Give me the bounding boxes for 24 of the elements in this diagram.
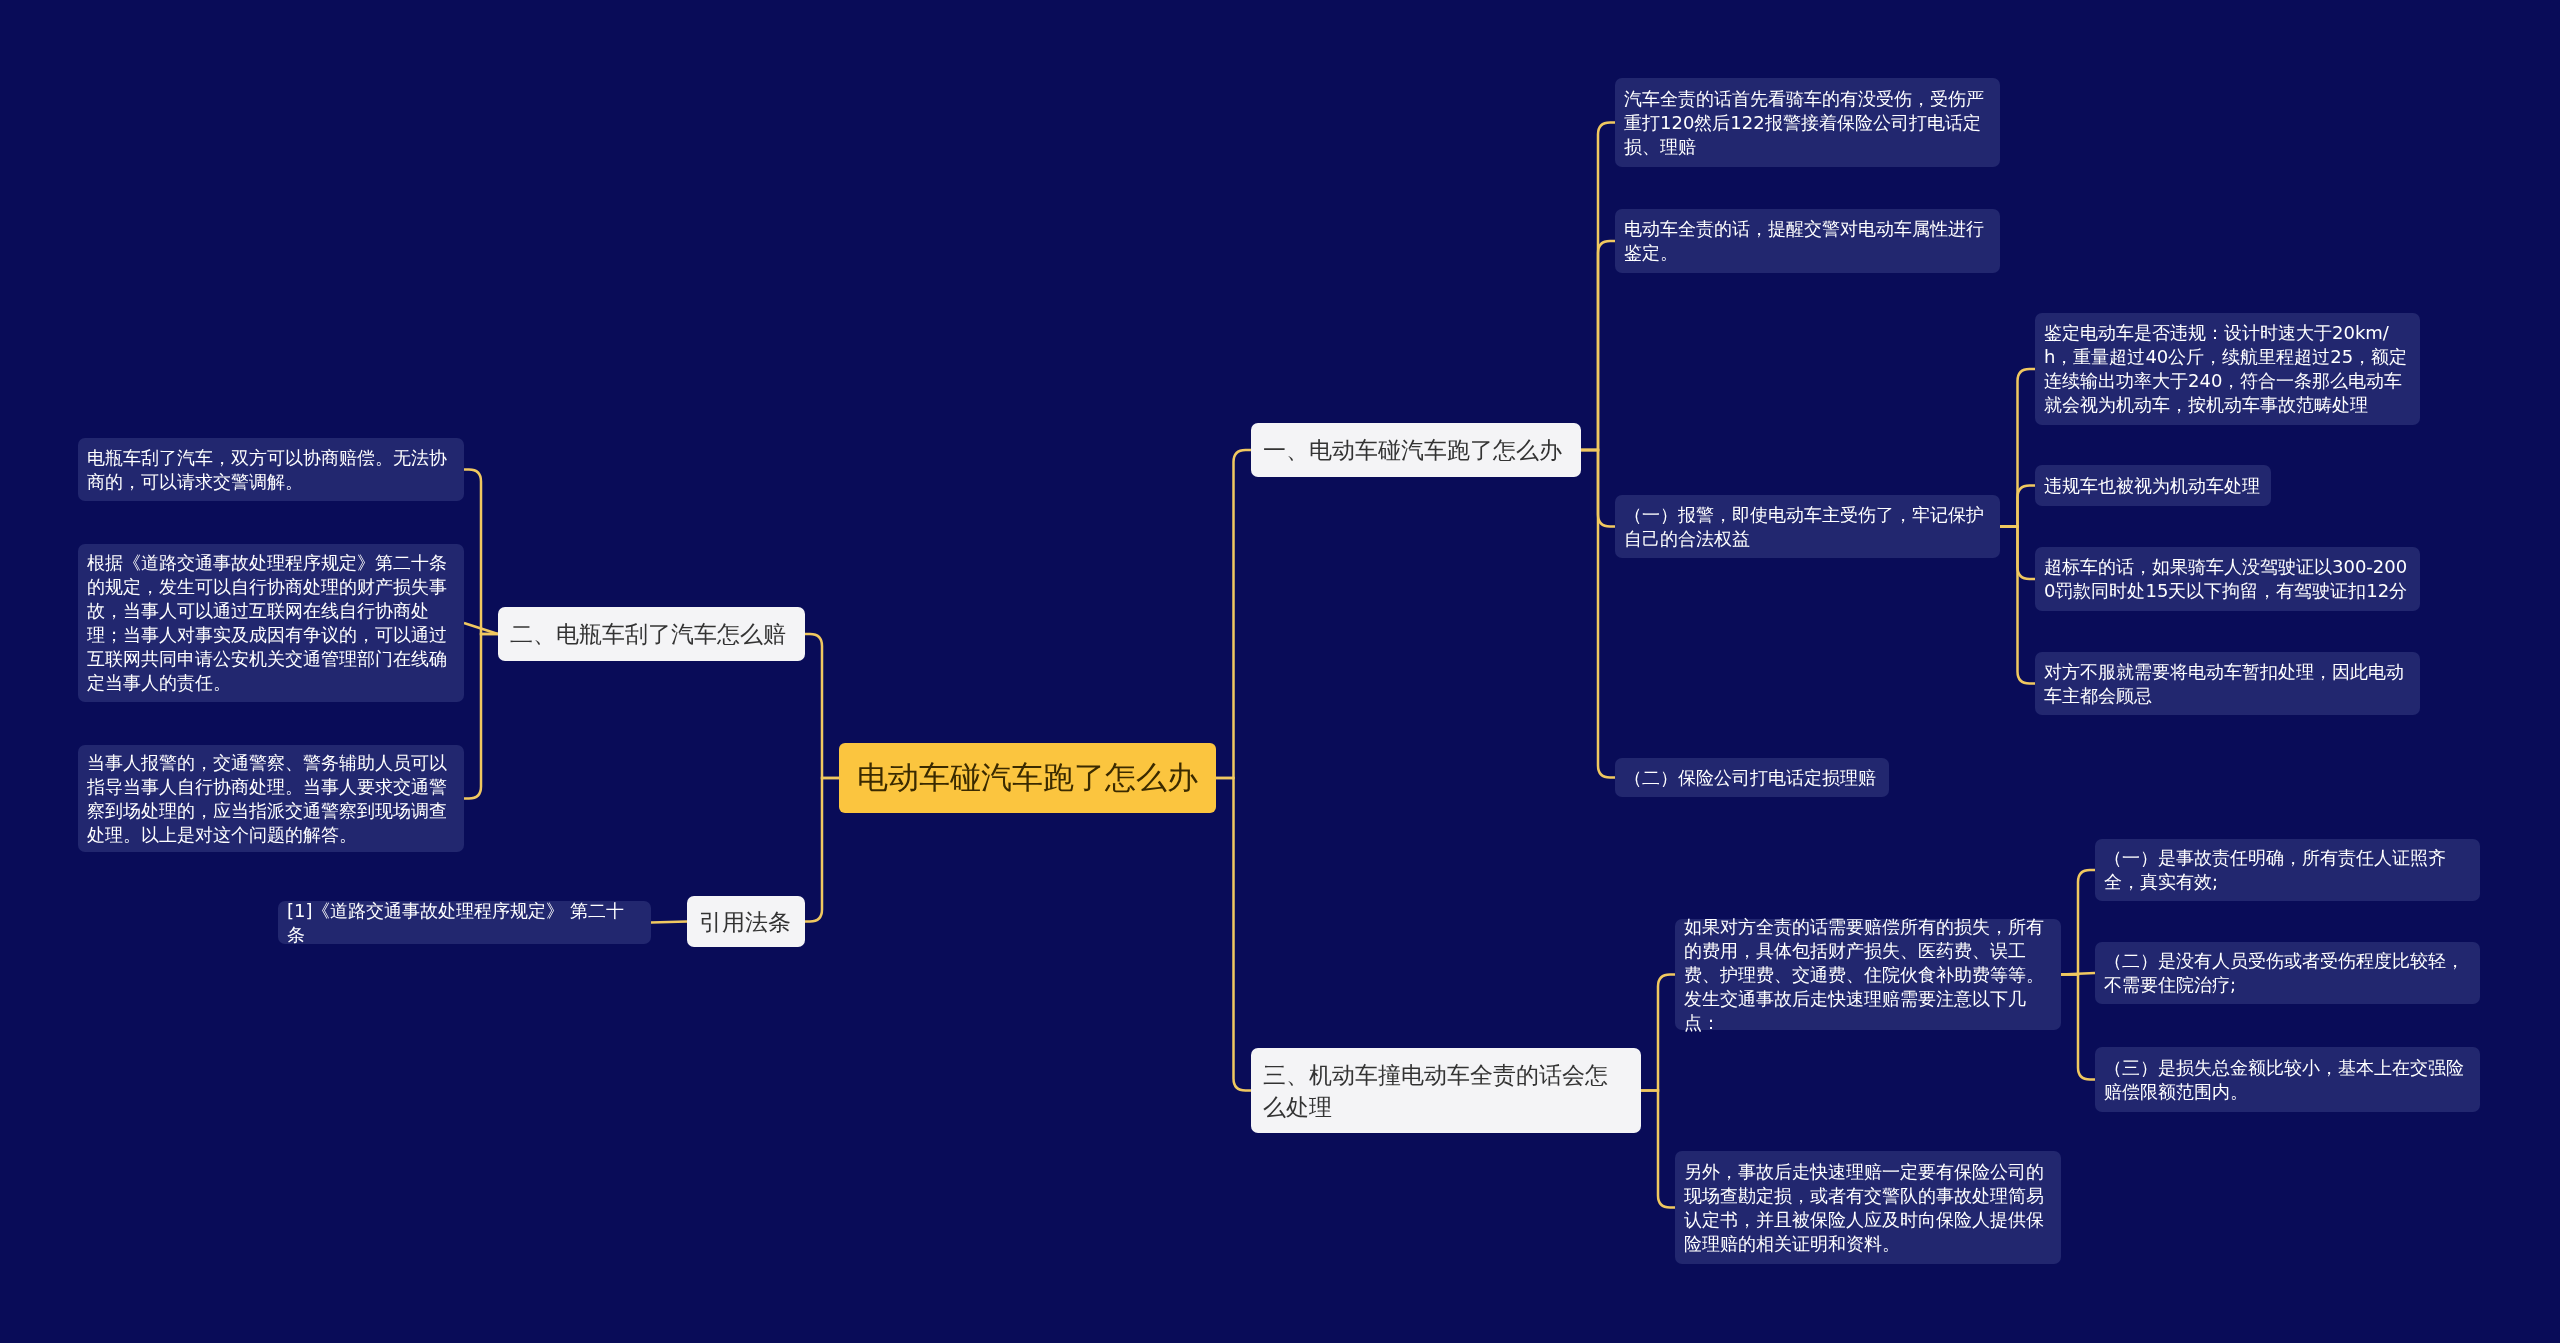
note-box: 对方不服就需要将电动车暂扣处理，因此电动车主都会顾忌	[2035, 652, 2420, 715]
topic-box: 三、机动车撞电动车全责的话会怎么处理	[1251, 1048, 1641, 1133]
note-box: （二）是没有人员受伤或者受伤程度比较轻，不需要住院治疗;	[2095, 942, 2480, 1004]
note-box: 另外，事故后走快速理赔一定要有保险公司的现场查勘定损，或者有交警队的事故处理简易认定书，并且被保险人应及时向保险人提供保险理赔的相关证明和资料。	[1675, 1151, 2061, 1264]
note-box: 电瓶车刮了汽车，双方可以协商赔偿。无法协商的，可以请求交警调解。	[78, 438, 464, 501]
note-box: 当事人报警的，交通警察、警务辅助人员可以指导当事人自行协商处理。当事人要求交通警察到场处理的，应当指派交通警察到现场调查处理。以上是对这个问题的解答。	[78, 745, 464, 852]
note-box: [1]《道路交通事故处理程序规定》 第二十条	[278, 901, 651, 944]
connector-line	[463, 621, 499, 636]
note-box: 超标车的话，如果骑车人没驾驶证以300-2000罚款同时处15天以下拘留，有驾驶证扣12分	[2035, 547, 2420, 611]
note-box: 如果对方全责的话需要赔偿所有的损失，所有的费用，具体包括财产损失、医药费、误工费、护理费、交通费、住院伙食补助费等等。发生交通事故后走快速理赔需要注意以下几点：	[1675, 919, 2061, 1030]
note-box: 电动车全责的话，提醒交警对电动车属性进行鉴定。	[1615, 209, 2000, 273]
note-box: 根据《道路交通事故处理程序规定》第二十条的规定，发生可以自行协商处理的财产损失事故，当事人可以通过互联网在线自行协商处理；当事人对事实及成因有争议的，可以通过互联网共同申请公安机关交通管理部门在线确定当事人的责任。	[78, 544, 464, 702]
note-box: 鉴定电动车是否违规：设计时速大于20km/h，重量超过40公斤，续航里程超过25，额定连续输出功率大于240，符合一条那么电动车就会视为机动车，按机动车事故范畴处理	[2035, 313, 2420, 425]
topic-box: 二、电瓶车刮了汽车怎么赔	[498, 607, 805, 661]
note-box: （一）报警，即使电动车主受伤了，牢记保护自己的合法权益	[1615, 495, 2000, 558]
note-box: 违规车也被视为机动车处理	[2035, 465, 2271, 506]
note-box: 汽车全责的话首先看骑车的有没受伤，受伤严重打120然后122报警接着保险公司打电话定损、理赔	[1615, 78, 2000, 167]
note-box: （三）是损失总金额比较小，基本上在交强险赔偿限额范围内。	[2095, 1047, 2480, 1112]
central-topic-box: 电动车碰汽车跑了怎么办	[839, 743, 1216, 813]
note-box: （二）保险公司打电话定损理赔	[1615, 758, 1889, 797]
topic-box: 一、电动车碰汽车跑了怎么办	[1251, 423, 1581, 477]
note-box: （一）是事故责任明确，所有责任人证照齐全，真实有效;	[2095, 839, 2480, 901]
connector-line	[650, 920, 688, 924]
topic-box: 引用法条	[687, 896, 805, 947]
